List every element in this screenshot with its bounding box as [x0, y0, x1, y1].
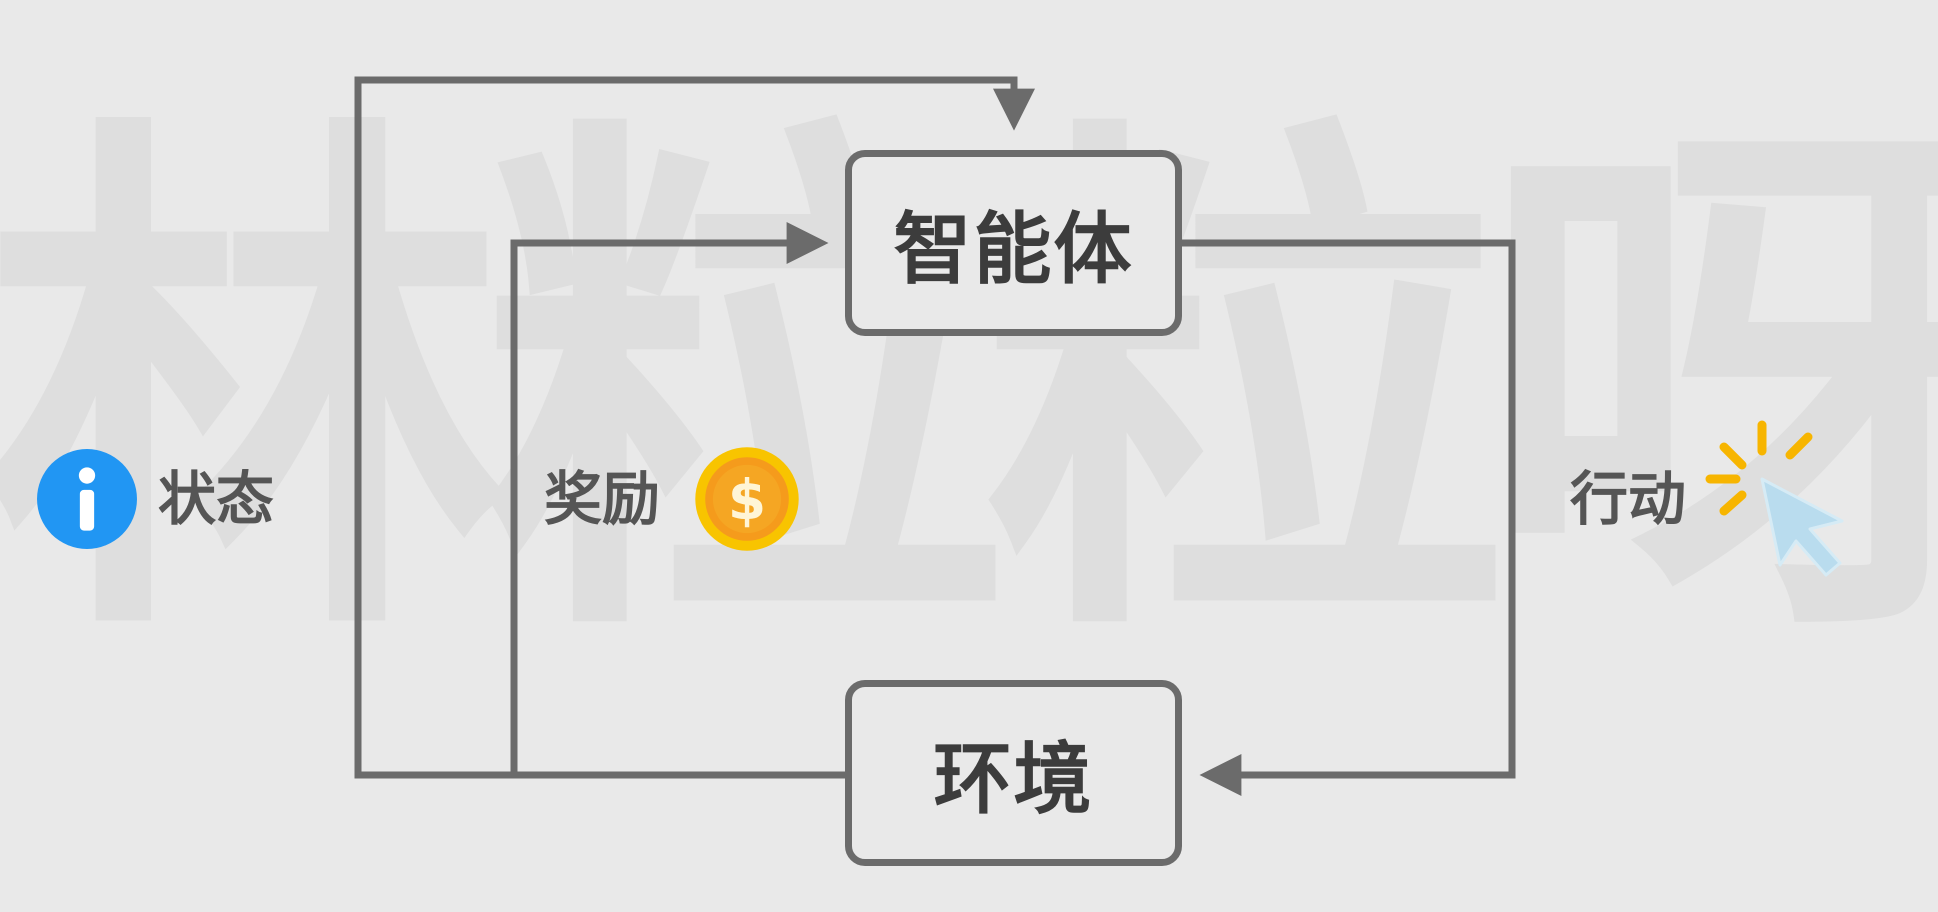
cursor-click-icon [1705, 420, 1844, 577]
reward-label: 奖励 [544, 465, 661, 533]
dollar-coin-icon: $ [695, 447, 799, 551]
svg-text:$: $ [728, 468, 766, 532]
state-label: 状态 [158, 465, 275, 533]
reward-connector [510, 222, 829, 775]
agent-node: 智能体 [845, 150, 1182, 336]
info-icon [37, 449, 137, 549]
environment-node: 环境 [845, 680, 1182, 866]
action-label: 行动 [1570, 465, 1687, 533]
environment-label: 环境 [933, 735, 1094, 825]
state-connector [354, 76, 1035, 779]
agent-label: 智能体 [893, 205, 1134, 295]
action-connector [1180, 239, 1516, 796]
